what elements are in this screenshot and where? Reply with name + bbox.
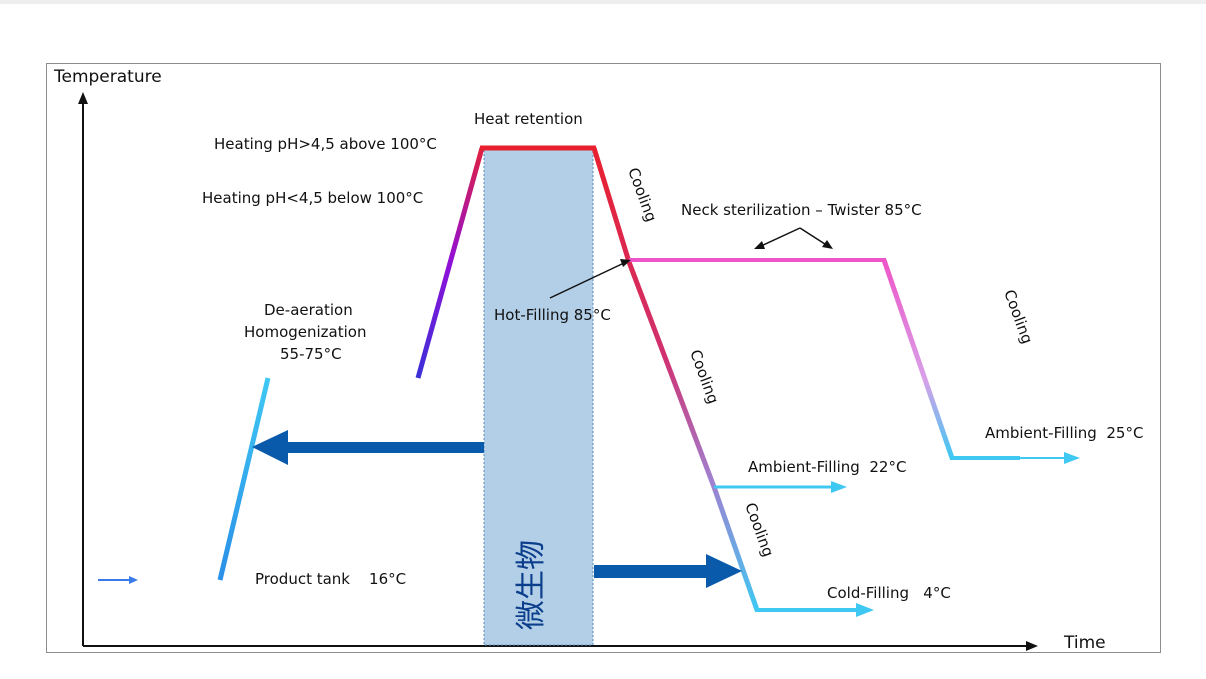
heat-retention-label: Heat retention <box>474 110 583 128</box>
top-strip <box>0 0 1206 4</box>
left-dark-arrow <box>252 430 484 465</box>
ambient-25-arrow <box>950 452 1080 464</box>
y-axis-label: Temperature <box>53 67 162 87</box>
neck-cooling-drop <box>881 259 955 459</box>
ambient-filling-22-label: Ambient-Filling 22°C <box>748 458 906 476</box>
heating-low-ph-label: Heating pH<4,5 below 100°C <box>202 189 423 207</box>
cooling-drop-line <box>591 147 760 611</box>
diagram-frame <box>46 63 1161 653</box>
deaeration-temp-label: 55-75°C <box>280 345 342 363</box>
product-tank-label: Product tank 16°C <box>255 570 406 588</box>
microbe-label: 微生物 <box>514 540 549 630</box>
cooling-label-2: Cooling <box>686 347 722 406</box>
hot-filling-label: Hot-Filling 85°C <box>494 306 611 324</box>
heating-rise <box>415 147 485 379</box>
cooling-label-4: Cooling <box>1000 287 1036 346</box>
ambient-22-arrow <box>714 481 847 493</box>
x-axis <box>83 641 1038 651</box>
neck-callout-arrows <box>754 227 833 249</box>
deaeration-label-2: Homogenization <box>244 323 366 341</box>
x-axis-label: Time <box>1063 633 1106 653</box>
rise-to-deaeration <box>217 377 271 581</box>
ambient-filling-25-label: Ambient-Filling 25°C <box>985 424 1143 442</box>
right-dark-arrow <box>594 554 742 588</box>
cooling-label-1: Cooling <box>624 165 660 224</box>
cold-filling-arrow <box>755 603 874 617</box>
hot-filling-callout-arrow <box>549 259 631 299</box>
product-tank-line <box>98 576 220 584</box>
deaeration-label-1: De-aeration <box>264 301 353 319</box>
microbe-zone-band <box>483 147 594 646</box>
heating-high-ph-label: Heating pH>4,5 above 100°C <box>214 135 437 153</box>
cooling-label-3: Cooling <box>741 500 777 559</box>
y-axis <box>78 92 88 646</box>
neck-sterilization-label: Neck sterilization – Twister 85°C <box>681 201 922 219</box>
cold-filling-label: Cold-Filling 4°C <box>827 584 951 602</box>
